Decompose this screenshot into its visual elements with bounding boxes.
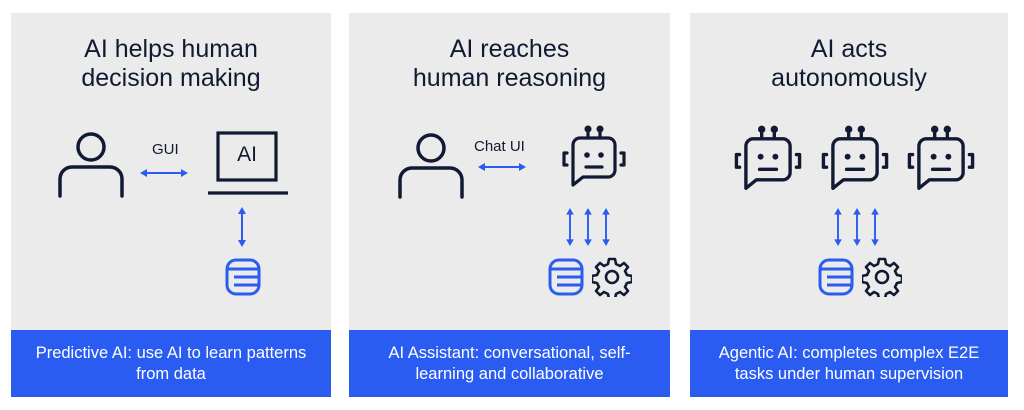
connector-label: GUI xyxy=(152,141,179,158)
panel-footer: Predictive AI: use AI to learn patterns … xyxy=(11,330,331,397)
panel-footer: Agentic AI: completes complex E2E tasks … xyxy=(690,330,1008,397)
robot-chat-icon xyxy=(548,125,640,197)
database-icon xyxy=(548,258,584,296)
robot-chat-icon xyxy=(728,125,808,201)
gear-icon xyxy=(862,257,902,297)
gear-icon xyxy=(592,257,632,297)
robot-chat-icon xyxy=(815,125,895,201)
vertical-arrow-icon xyxy=(583,208,593,246)
database-icon xyxy=(818,258,854,296)
vertical-arrow-icon xyxy=(833,208,843,246)
laptop-icon xyxy=(208,131,288,195)
person-icon xyxy=(398,133,464,199)
database-icon xyxy=(225,258,261,296)
vertical-arrow-icon xyxy=(601,208,611,246)
vertical-arrow-icon xyxy=(852,208,862,246)
vertical-arrow-icon xyxy=(870,208,880,246)
screen-label: AI xyxy=(237,143,257,166)
panel-footer: AI Assistant: conversational, self-learn… xyxy=(349,330,670,397)
robot-chat-icon xyxy=(901,125,981,201)
bidirectional-arrow-icon xyxy=(140,168,188,178)
vertical-arrow-icon xyxy=(237,207,247,247)
connector-label: Chat UI xyxy=(474,138,525,155)
bidirectional-arrow-icon xyxy=(478,162,526,172)
vertical-arrow-icon xyxy=(565,208,575,246)
person-icon xyxy=(58,132,124,198)
